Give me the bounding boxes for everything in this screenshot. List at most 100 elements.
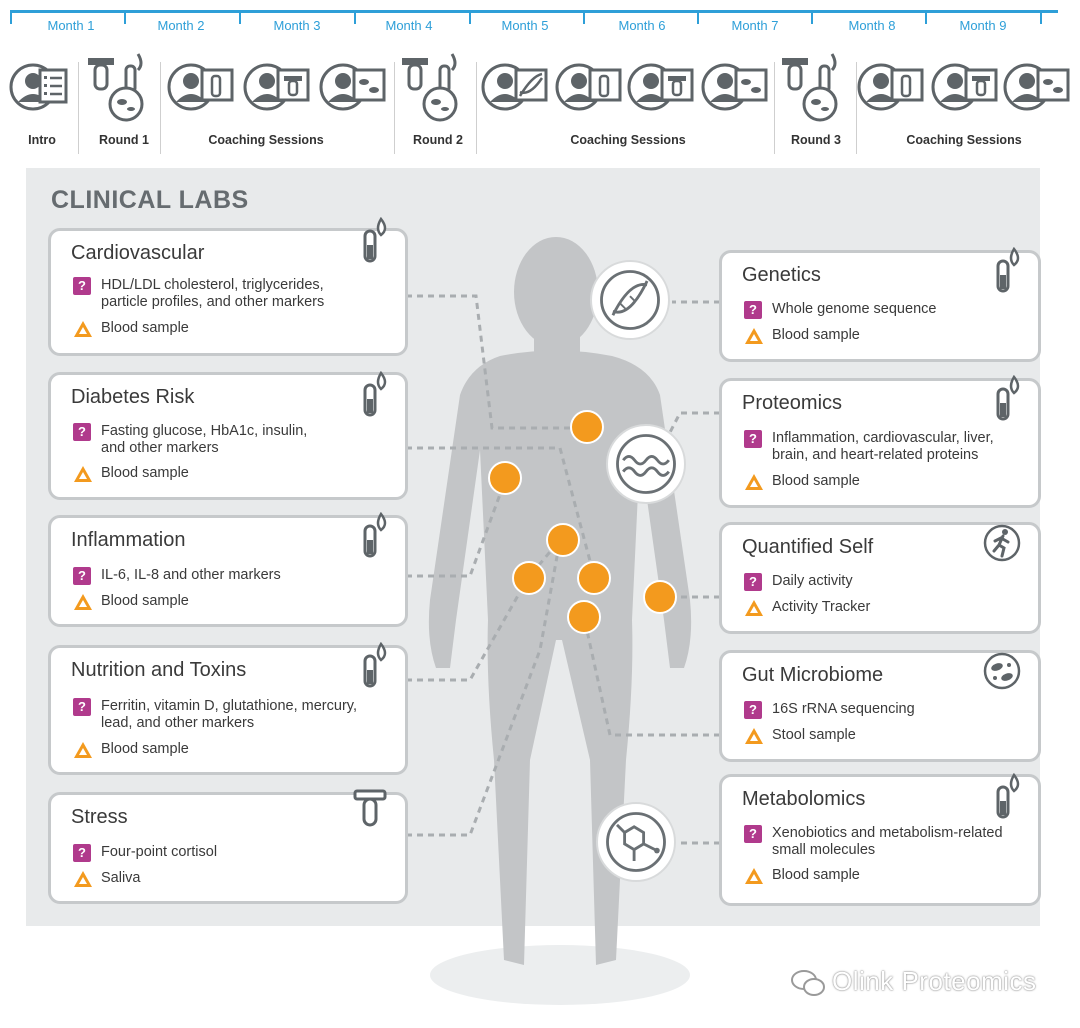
question-icon: ?: [73, 567, 91, 585]
phase-divider: [476, 62, 477, 154]
timeline-bar: [10, 10, 1058, 13]
card-title: Metabolomics: [742, 788, 866, 810]
sample-text: Blood sample: [772, 867, 860, 883]
coach-saliva-icon: [931, 63, 998, 111]
body-marker-dot: [546, 523, 580, 557]
card-title: Quantified Self: [742, 536, 874, 558]
sample-text: Stool sample: [772, 727, 856, 743]
card-title: Proteomics: [742, 392, 843, 414]
month-label: Month 4: [385, 18, 433, 33]
warning-icon: [745, 474, 763, 490]
question-icon: ?: [744, 301, 762, 319]
sample-text: Blood sample: [772, 327, 860, 343]
blood-tube-icon: [363, 512, 387, 558]
phase-divider: [774, 62, 775, 154]
card-title: Diabetes Risk: [71, 386, 195, 408]
coach-microbe-icon: [319, 63, 386, 111]
marker-text: lead, and other markers: [101, 715, 255, 731]
card-title: Gut Microbiome: [742, 664, 884, 686]
marker-text: Inflammation, cardiovascular, liver,: [772, 430, 994, 446]
warning-icon: [745, 600, 763, 616]
warning-icon: [745, 868, 763, 884]
month-label: Month 5: [501, 18, 549, 33]
microbe-icon: [983, 652, 1021, 690]
coach-microbe-icon: [701, 63, 768, 111]
phase-divider: [160, 62, 161, 154]
card-metabolomics: Metabolomics ? Xenobiotics and metabolis…: [719, 773, 1041, 906]
panel-title: CLINICAL LABS: [51, 186, 249, 214]
blood-tube-icon: [996, 773, 1020, 819]
molecule-icon: [596, 802, 676, 882]
month-tick: [469, 10, 471, 24]
phase-divider: [856, 62, 857, 154]
month-tick: [124, 10, 126, 24]
marker-text: HDL/LDL cholesterol, triglycerides,: [101, 277, 324, 293]
question-icon: ?: [73, 277, 91, 295]
warning-icon: [745, 728, 763, 744]
month-label: Month 6: [618, 18, 666, 33]
marker-text: Daily activity: [772, 573, 853, 589]
card-diabetes-risk: Diabetes Risk ? Fasting glucose, HbA1c, …: [48, 371, 408, 500]
month-tick: [239, 10, 241, 24]
card-title: Inflammation: [71, 529, 186, 551]
marker-text: Whole genome sequence: [772, 301, 937, 317]
phase-label: Round 3: [791, 133, 841, 147]
month-label: Month 8: [848, 18, 896, 33]
card-title: Genetics: [742, 264, 821, 286]
card-nutrition-toxins: Nutrition and Toxins ? Ferritin, vitamin…: [48, 642, 408, 775]
sample-collection-icon: [782, 53, 838, 122]
coach-checklist-icon: [9, 63, 68, 111]
question-icon: ?: [744, 573, 762, 591]
blood-tube-icon: [363, 371, 387, 417]
marker-text: Fasting glucose, HbA1c, insulin,: [101, 423, 308, 439]
card-title: Cardiovascular: [71, 242, 205, 264]
month-tick: [697, 10, 699, 24]
card-stress: Stress ? Four-point cortisol Saliva: [48, 789, 408, 904]
question-icon: ?: [73, 844, 91, 862]
card-proteomics: Proteomics ? Inflammation, cardiovascula…: [719, 375, 1041, 508]
card-gut-microbiome: Gut Microbiome ? 16S rRNA sequencing Sto…: [719, 650, 1041, 762]
warning-icon: [745, 328, 763, 344]
month-tick: [1040, 10, 1042, 24]
phase-label: Coaching Sessions: [208, 133, 324, 147]
card-title: Nutrition and Toxins: [71, 659, 247, 681]
coach-saliva-icon: [627, 63, 694, 111]
marker-text: and other markers: [101, 440, 219, 456]
month-label: Month 7: [731, 18, 779, 33]
month-label: Month 3: [273, 18, 321, 33]
month-tick: [10, 10, 12, 24]
marker-text: IL-6, IL-8 and other markers: [101, 567, 281, 583]
month-tick: [354, 10, 356, 24]
blood-tube-icon: [363, 217, 387, 263]
coach-tube-icon: [167, 63, 234, 111]
phase-label: Coaching Sessions: [570, 133, 686, 147]
body-marker-dot: [488, 461, 522, 495]
watermark-text: Olink Proteomics: [832, 966, 1037, 996]
coach-tube-icon: [555, 63, 622, 111]
warning-icon: [74, 594, 92, 610]
month-tick: [811, 10, 813, 24]
marker-text: small molecules: [772, 842, 876, 858]
question-icon: ?: [744, 430, 762, 448]
warning-icon: [74, 466, 92, 482]
phase-label: Coaching Sessions: [906, 133, 1022, 147]
card-genetics: Genetics ? Whole genome sequence Blood s…: [719, 247, 1041, 362]
question-icon: ?: [744, 701, 762, 719]
month-label: Month 9: [959, 18, 1007, 33]
body-marker-dot: [567, 600, 601, 634]
coach-tube-icon: [857, 63, 924, 111]
sample-text: Blood sample: [101, 465, 189, 481]
sample-collection-icon: [88, 53, 144, 122]
dna-icon: [590, 260, 670, 340]
coach-saliva-icon: [243, 63, 310, 111]
phase-divider: [78, 62, 79, 154]
sample-text: Blood sample: [101, 741, 189, 757]
phase-label: Intro: [28, 133, 56, 147]
question-icon: ?: [744, 825, 762, 843]
marker-text: 16S rRNA sequencing: [772, 701, 915, 717]
body-marker-dot: [643, 580, 677, 614]
month-label: Month 1: [47, 18, 95, 33]
saliva-tube-icon: [353, 789, 387, 827]
card-title: Stress: [71, 806, 128, 828]
sample-text: Blood sample: [772, 473, 860, 489]
